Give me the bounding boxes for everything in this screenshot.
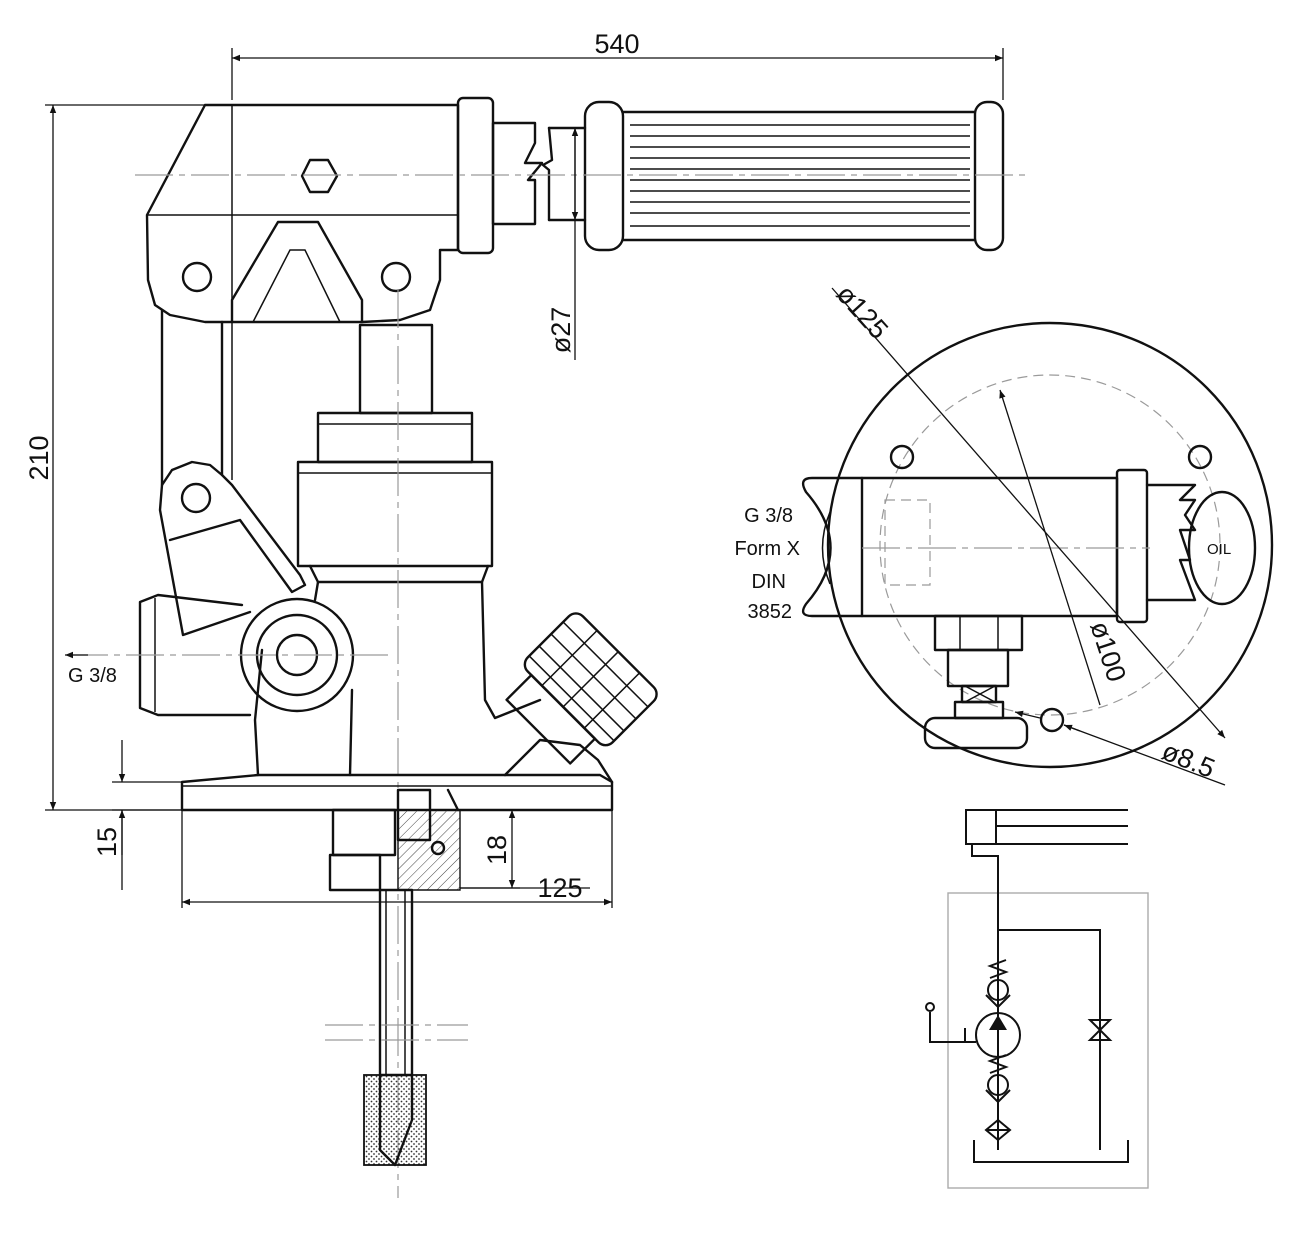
dim-base-width: 125: [537, 873, 582, 903]
dim-height: 210: [24, 435, 54, 480]
schematic-frame: [947, 892, 1149, 1189]
dim-handle-diameter: ø27: [546, 307, 576, 354]
top-port-label-1: G 3/8: [744, 505, 793, 527]
mount-hole-1: [889, 444, 915, 470]
dim-base-circle: ø125: [831, 279, 894, 345]
dim-bolt-circle: ø100: [1084, 618, 1132, 686]
oil-label: OIL: [1207, 541, 1231, 558]
dim-mounting-hole: ø8.5: [1158, 736, 1219, 784]
side-port-label: G 3/8: [68, 665, 117, 687]
grip-ribs: [630, 124, 970, 227]
handle-head: [145, 96, 544, 324]
hydraulic-schematic: [925, 809, 1149, 1189]
front-view: 540 210 ø27 15 18: [24, 29, 1030, 1198]
adjust-knob: [923, 716, 1029, 750]
mount-hole-2: [1187, 444, 1213, 470]
front-dimensions: 540 210 ø27 15 18: [24, 29, 1004, 908]
mount-hole-3: [1039, 707, 1065, 733]
pivot-hole-right: [380, 261, 412, 293]
dim-overall-length: 540: [594, 29, 639, 59]
handle-grip: [135, 100, 1030, 252]
pivot-hole-left: [181, 261, 213, 293]
strainer: [363, 1074, 427, 1166]
side-port: [70, 593, 390, 717]
base-section: [325, 788, 468, 1167]
dim-flange-thickness: 15: [92, 827, 122, 857]
hex-bolt-icon: [300, 158, 339, 194]
top-port-label-2: Form X: [734, 538, 800, 560]
pump-body: [70, 290, 658, 1198]
link-arm: [158, 308, 307, 637]
top-port-label-4: 3852: [748, 601, 793, 623]
filler-cap: [505, 612, 658, 765]
base-circle: [826, 321, 1274, 769]
oil-cap: [1187, 490, 1257, 606]
top-port-label-3: DIN: [752, 571, 786, 593]
dim-outlet-height: 18: [482, 835, 512, 865]
pivot-hole-lower: [180, 482, 212, 514]
top-view: OIL G 3/8 Form X DIN 3852 ø125 ø100 ø8.5: [734, 279, 1274, 786]
